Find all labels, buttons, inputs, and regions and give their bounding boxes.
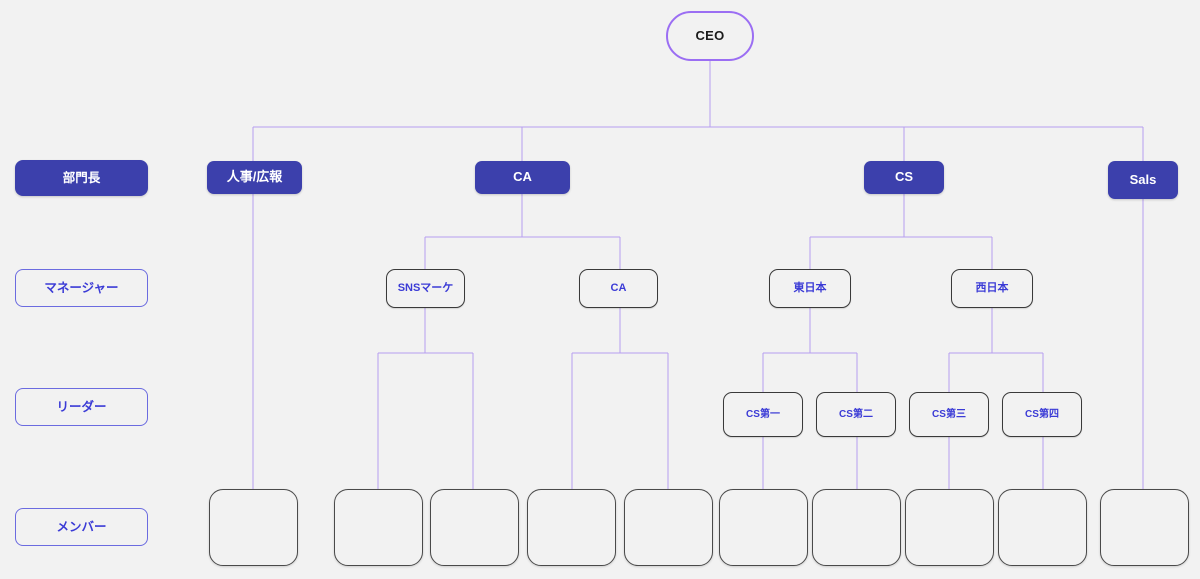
node-member-m3[interactable] — [430, 489, 519, 566]
node-department-hr[interactable]: 人事/広報 — [207, 161, 302, 194]
node-member-m10[interactable] — [1100, 489, 1189, 566]
node-member-m5[interactable] — [624, 489, 713, 566]
node-member-m8[interactable] — [905, 489, 994, 566]
node-member-m1[interactable] — [209, 489, 298, 566]
node-leader-cs2[interactable]: CS第二 — [816, 392, 896, 437]
node-department-cs[interactable]: CS — [864, 161, 944, 194]
node-leader-cs1[interactable]: CS第一 — [723, 392, 803, 437]
node-member-m6[interactable] — [719, 489, 808, 566]
legend-item-2[interactable]: リーダー — [15, 388, 148, 426]
node-department-sals[interactable]: Sals — [1108, 161, 1178, 199]
legend-item-1[interactable]: マネージャー — [15, 269, 148, 307]
node-member-m7[interactable] — [812, 489, 901, 566]
node-department-ca[interactable]: CA — [475, 161, 570, 194]
node-ceo[interactable]: CEO — [666, 11, 754, 61]
node-manager-west[interactable]: 西日本 — [951, 269, 1033, 308]
node-member-m4[interactable] — [527, 489, 616, 566]
legend-item-3[interactable]: メンバー — [15, 508, 148, 546]
node-member-m2[interactable] — [334, 489, 423, 566]
node-leader-cs3[interactable]: CS第三 — [909, 392, 989, 437]
node-manager-east[interactable]: 東日本 — [769, 269, 851, 308]
node-leader-cs4[interactable]: CS第四 — [1002, 392, 1082, 437]
node-member-m9[interactable] — [998, 489, 1087, 566]
node-manager-ca2[interactable]: CA — [579, 269, 658, 308]
node-manager-sns[interactable]: SNSマーケ — [386, 269, 465, 308]
legend-item-0[interactable]: 部門長 — [15, 160, 148, 196]
